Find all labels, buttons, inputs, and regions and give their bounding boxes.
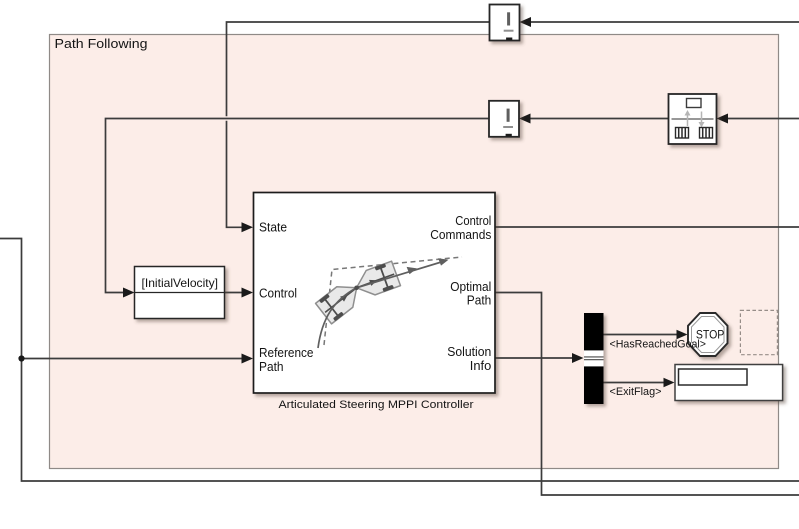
svg-text:Commands: Commands bbox=[430, 227, 491, 242]
svg-text:Optimal: Optimal bbox=[450, 279, 491, 294]
svg-text:Articulated Steering MPPI Cont: Articulated Steering MPPI Controller bbox=[279, 399, 474, 411]
svg-text:[InitialVelocity]: [InitialVelocity] bbox=[142, 276, 219, 290]
svg-text:Path Following: Path Following bbox=[55, 36, 148, 51]
svg-text:<HasReachedGoal>: <HasReachedGoal> bbox=[610, 338, 707, 350]
svg-text:Solution: Solution bbox=[447, 344, 491, 359]
svg-text:Path: Path bbox=[467, 292, 492, 307]
svg-text:Control: Control bbox=[259, 285, 297, 300]
svg-text:Control: Control bbox=[455, 213, 491, 228]
svg-text:Reference: Reference bbox=[259, 345, 314, 360]
svg-text:<ExitFlag>: <ExitFlag> bbox=[610, 386, 662, 398]
svg-text:State: State bbox=[259, 220, 287, 235]
svg-text:Path: Path bbox=[259, 359, 284, 374]
svg-text:STOP: STOP bbox=[696, 330, 725, 342]
svg-text:Info: Info bbox=[470, 358, 492, 373]
